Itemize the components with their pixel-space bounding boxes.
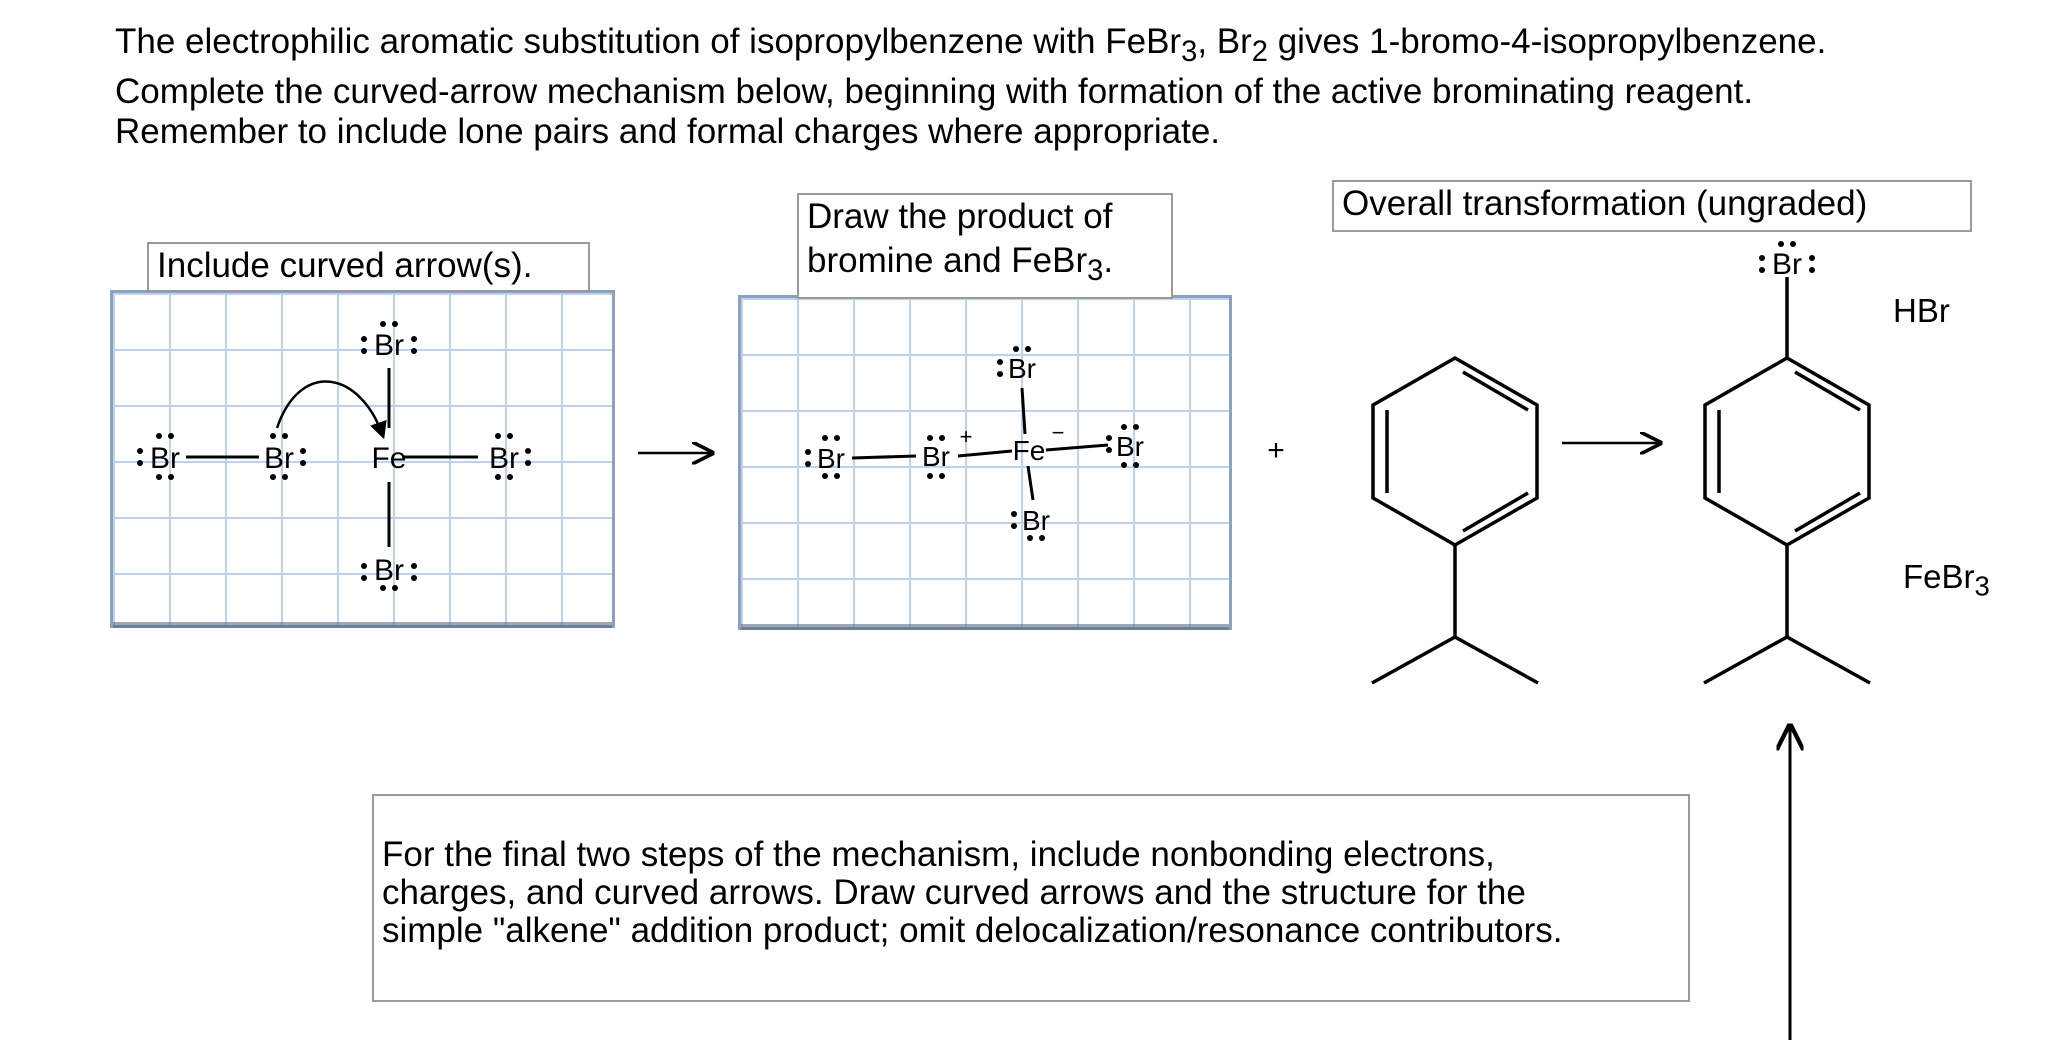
panel2-label: Draw the product of bromine and FeBr3. — [797, 193, 1173, 299]
panel2-atoms: Br Br Fe Br Br Br + − — [817, 353, 1144, 536]
atom2-br-1[interactable]: Br — [817, 443, 845, 474]
panel2-label-line-2: bromine and FeBr3. — [807, 241, 1114, 287]
product-br-lone-pairs — [1759, 241, 1815, 273]
br-fe-bond — [957, 449, 1013, 458]
intro-line-3: Remember to include lone pairs and forma… — [115, 112, 1221, 151]
plus-sign: + — [1267, 434, 1285, 467]
panel3-label: Overall transformation (ungraded) — [1332, 180, 1972, 232]
isopropylbenzene — [1371, 355, 1539, 685]
febr3-label: FeBr3 — [1903, 558, 1990, 602]
atom-br-5[interactable]: Br — [374, 554, 404, 587]
panel1-molecules — [186, 368, 478, 547]
atom-br-2[interactable]: Br — [264, 442, 294, 475]
instructions-box: For the final two steps of the mechanism… — [372, 794, 1690, 1002]
atom2-br-5[interactable]: Br — [1022, 505, 1050, 536]
atom-br-1[interactable]: Br — [150, 442, 180, 475]
panel1-atoms: Br Br Fe Br Br Br — [150, 329, 519, 587]
fe-br-bond-right-2 — [1045, 443, 1109, 452]
fe-br-bond-top-2 — [1020, 387, 1027, 435]
plus-charge: + — [960, 424, 973, 449]
hbr-label: HBr — [1893, 292, 1950, 329]
atom2-br-2[interactable]: Br — [922, 441, 950, 472]
panel2-label-line-1: Draw the product of — [807, 197, 1113, 236]
atom2-br-3[interactable]: Br — [1116, 431, 1144, 462]
atom-br-3[interactable]: Br — [489, 442, 519, 475]
instructions-line-3: simple "alkene" addition product; omit d… — [382, 911, 1563, 950]
atom-fe[interactable]: Fe — [371, 442, 406, 475]
atom2-br-4[interactable]: Br — [1008, 353, 1036, 384]
intro-line-1: The electrophilic aromatic substitution … — [115, 22, 1827, 68]
instructions-line-1: For the final two steps of the mechanism… — [382, 835, 1495, 874]
atom-br-4[interactable]: Br — [374, 329, 404, 362]
instructions-line-2: charges, and curved arrows. Draw curved … — [382, 873, 1526, 912]
panel2-bonds — [851, 387, 1109, 501]
panel1-label: Include curved arrow(s). — [147, 242, 590, 292]
panel2-lone-pairs — [805, 346, 1139, 541]
minus-charge: − — [1052, 420, 1065, 445]
fe-br-bond-bottom-2 — [1026, 465, 1035, 501]
br-br-bond-2 — [851, 454, 917, 460]
intro-text: The electrophilic aromatic substitution … — [115, 22, 1826, 152]
bromo-isopropylbenzene — [1703, 277, 1871, 685]
panel1-lone-pairs — [137, 321, 531, 591]
intro-line-2: Complete the curved-arrow mechanism belo… — [115, 72, 1754, 111]
atom2-fe[interactable]: Fe — [1013, 435, 1046, 466]
product-br-atom[interactable]: Br — [1772, 248, 1802, 281]
curved-arrow[interactable] — [275, 380, 387, 440]
panel2-drawing-grid[interactable] — [738, 295, 1232, 630]
